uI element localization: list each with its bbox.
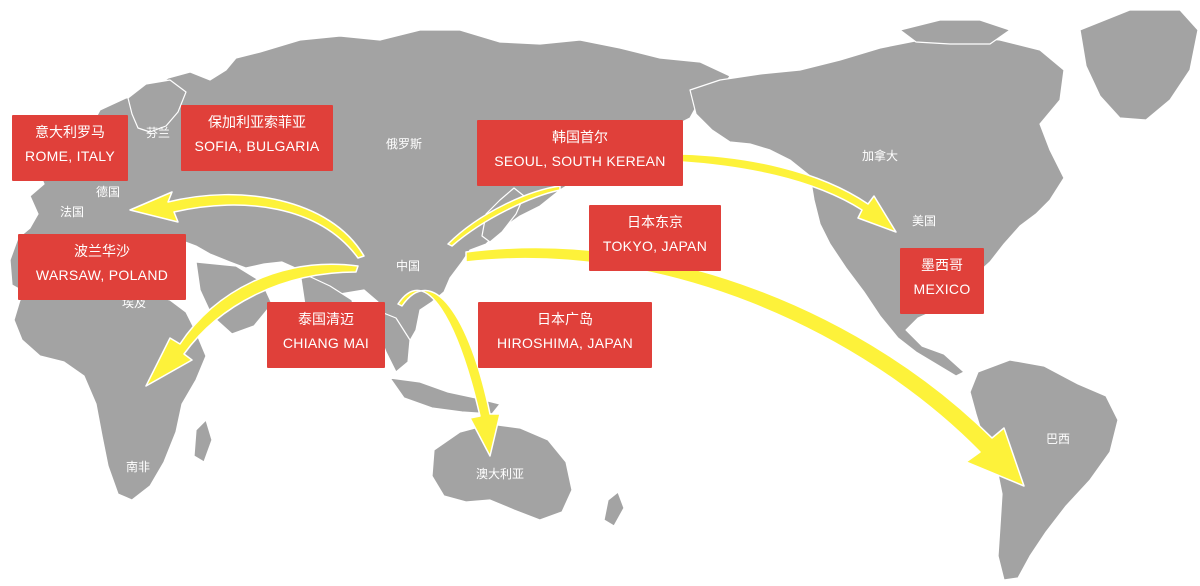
city-label-mexico: 墨西哥 MEXICO bbox=[900, 248, 984, 314]
landmass-greenland bbox=[1079, 9, 1199, 121]
city-label-tokyo: 日本东京 TOKYO, JAPAN bbox=[589, 205, 721, 271]
landmass-indonesia bbox=[389, 377, 501, 415]
city-name-en: SOFIA, BULGARIA bbox=[194, 138, 320, 154]
landmass-arctic-islands bbox=[899, 19, 1011, 45]
city-name-cn: 日本广岛 bbox=[537, 312, 593, 328]
city-name-en: CHIANG MAI bbox=[282, 335, 370, 351]
city-label-seoul: 韩国首尔 SEOUL, SOUTH KEREAN bbox=[477, 120, 683, 186]
city-name-cn: 波兰华沙 bbox=[74, 244, 130, 260]
country-label-china: 中国 bbox=[396, 259, 421, 273]
city-name-cn: 泰国清迈 bbox=[298, 312, 354, 328]
country-label-australia: 澳大利亚 bbox=[476, 467, 525, 481]
city-name-en: ROME, ITALY bbox=[25, 148, 115, 164]
country-label-canada: 加拿大 bbox=[862, 149, 899, 163]
city-label-warsaw: 波兰华沙 WARSAW, POLAND bbox=[18, 234, 186, 300]
city-name-cn: 保加利亚索菲亚 bbox=[208, 115, 306, 131]
city-name-en: TOKYO, JAPAN bbox=[602, 238, 708, 254]
city-label-rome: 意大利罗马 ROME, ITALY bbox=[12, 115, 128, 181]
country-label-finland: 芬兰 bbox=[146, 126, 171, 140]
landmasses bbox=[9, 9, 1199, 581]
landmass-scandinavia bbox=[127, 79, 187, 133]
city-name-cn: 墨西哥 bbox=[921, 258, 963, 274]
country-label-south-africa: 南非 bbox=[126, 460, 151, 474]
city-name-en: MEXICO bbox=[913, 281, 971, 297]
city-name-cn: 日本东京 bbox=[627, 215, 683, 231]
city-name-cn: 韩国首尔 bbox=[552, 130, 608, 146]
city-label-chiang-mai: 泰国清迈 CHIANG MAI bbox=[267, 302, 385, 368]
landmass-australia bbox=[431, 423, 573, 521]
city-label-hiroshima: 日本广岛 HIROSHIMA, JAPAN bbox=[478, 302, 652, 368]
country-label-russia: 俄罗斯 bbox=[386, 137, 423, 151]
landmass-africa bbox=[13, 279, 207, 501]
city-name-cn: 意大利罗马 bbox=[35, 125, 105, 141]
route-arrow-usa bbox=[681, 153, 897, 233]
landmass-madagascar bbox=[193, 419, 213, 463]
route-arrow-africa bbox=[145, 263, 359, 387]
country-label-usa: 美国 bbox=[912, 214, 937, 228]
country-label-brazil: 巴西 bbox=[1046, 432, 1071, 446]
route-arrow-europe bbox=[129, 191, 365, 259]
country-label-germany: 德国 bbox=[96, 185, 121, 199]
city-name-en: SEOUL, SOUTH KEREAN bbox=[494, 153, 666, 169]
landmass-new-zealand bbox=[603, 491, 625, 527]
country-label-france: 法国 bbox=[60, 205, 85, 219]
route-arrows bbox=[129, 153, 1025, 487]
route-arrow-australia bbox=[397, 289, 501, 457]
city-label-sofia: 保加利亚索菲亚 SOFIA, BULGARIA bbox=[181, 105, 333, 171]
city-name-en: WARSAW, POLAND bbox=[35, 267, 169, 283]
route-curve-seoul bbox=[447, 185, 561, 247]
city-name-en: HIROSHIMA, JAPAN bbox=[496, 335, 633, 351]
